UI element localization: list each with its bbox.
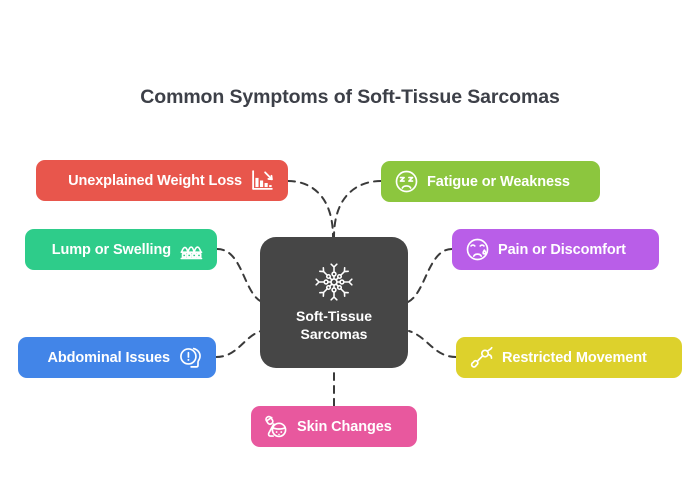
- branch-unexplained-weight-loss[interactable]: Unexplained Weight Loss: [36, 160, 288, 201]
- head-alert-icon: [178, 345, 203, 370]
- branch-restricted-movement[interactable]: Restricted Movement: [456, 337, 682, 378]
- cell-molecule-icon: [314, 262, 354, 302]
- center-node[interactable]: Soft-Tissue Sarcomas: [260, 237, 408, 368]
- center-node-label: Soft-Tissue Sarcomas: [296, 308, 372, 342]
- branch-label: Abdominal Issues: [47, 349, 171, 366]
- connector-abdominal: [215, 330, 262, 358]
- connector-lump: [216, 248, 263, 303]
- branch-pain-or-discomfort[interactable]: Pain or Discomfort: [452, 229, 659, 270]
- branch-label: Restricted Movement: [502, 349, 647, 366]
- branch-label: Pain or Discomfort: [498, 241, 626, 258]
- connector-pain: [407, 248, 453, 303]
- joint-bone-icon: [469, 345, 494, 370]
- connector-fatigue: [333, 180, 382, 238]
- tired-face-icon: [394, 169, 419, 194]
- branch-label: Lump or Swelling: [51, 241, 171, 258]
- branch-abdominal-issues[interactable]: Abdominal Issues: [18, 337, 216, 378]
- swelling-bandage-icon: [179, 237, 204, 262]
- branch-skin-changes[interactable]: Skin Changes: [251, 406, 417, 447]
- connector-weight-loss: [287, 180, 334, 238]
- connector-restricted: [408, 330, 457, 358]
- branch-label: Unexplained Weight Loss: [68, 172, 242, 189]
- skin-dermatology-icon: [264, 414, 289, 439]
- branch-label: Skin Changes: [297, 418, 392, 435]
- branch-lump-or-swelling[interactable]: Lump or Swelling: [25, 229, 217, 270]
- page-title: Common Symptoms of Soft-Tissue Sarcomas: [140, 86, 560, 108]
- declining-bar-chart-icon: [250, 168, 275, 193]
- branch-fatigue-or-weakness[interactable]: Fatigue or Weakness: [381, 161, 600, 202]
- branch-label: Fatigue or Weakness: [427, 173, 570, 190]
- crying-face-icon: [465, 237, 490, 262]
